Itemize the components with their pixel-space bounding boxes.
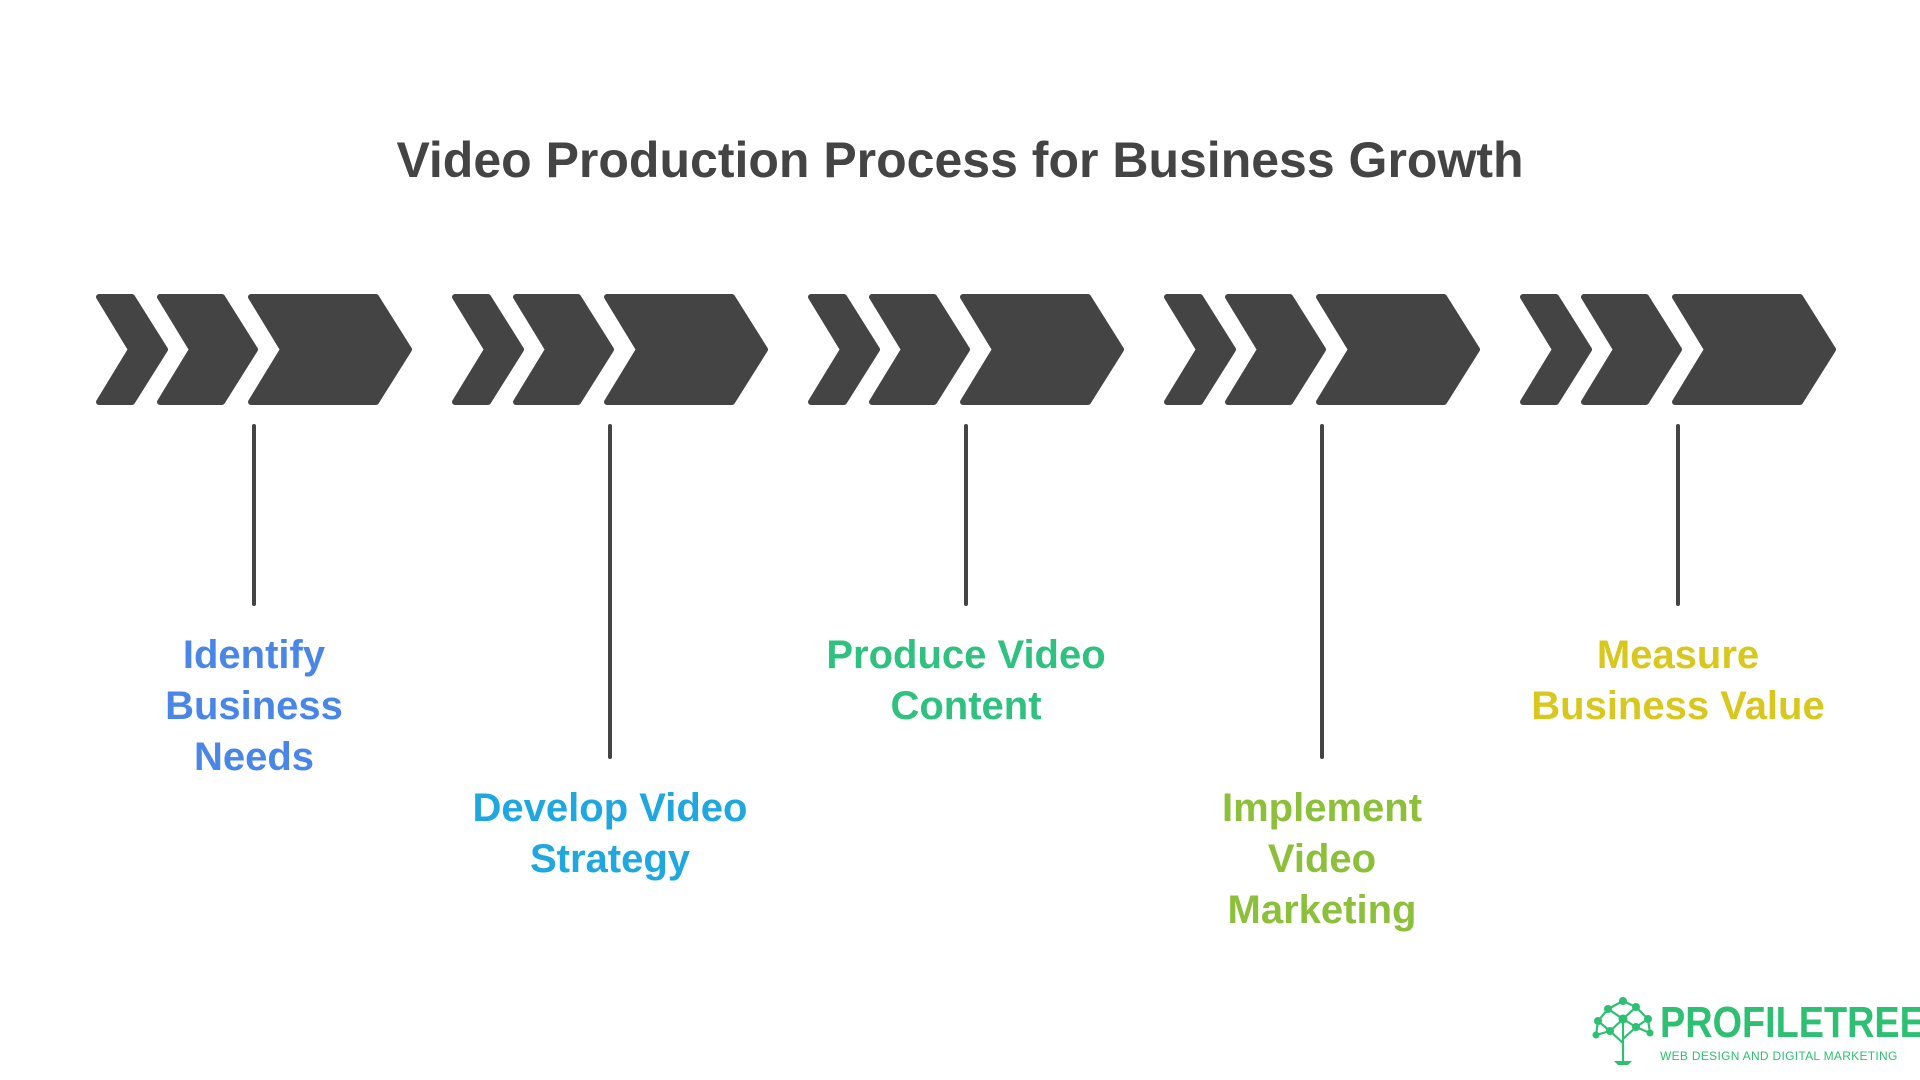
chevron-group [96,294,412,405]
logo-tagline: WEB DESIGN AND DIGITAL MARKETING [1660,1049,1898,1063]
step-label-identify-business-needs: Identify Business Needs [165,633,343,779]
chevron-arrow [1225,294,1326,405]
chevron-arrow [513,294,614,405]
step-label-produce-video-content: Produce Video Content [826,633,1106,728]
page-title: Video Production Process for Business Gr… [396,132,1524,188]
chevron-group [1520,294,1836,405]
chevron-group [808,294,1124,405]
tree-network-icon [1592,997,1654,1065]
connector-lines [252,424,1680,759]
chevron-arrow [1672,294,1836,405]
chevron-arrow [869,294,970,405]
step-label-implement-video-marketing: Implement Video Marketing [1221,786,1423,932]
step-label-develop-video-strategy: Develop Video Strategy [472,786,748,881]
chevron-arrow [452,294,524,405]
chevron-arrow [157,294,258,405]
chevron-arrow [1581,294,1682,405]
profiletree-logo: PROFILETREE WEB DESIGN AND DIGITAL MARKE… [1590,995,1920,1067]
logo-name: PROFILETREE [1660,998,1920,1047]
chevron-arrow [604,294,768,405]
chevron-arrow [248,294,412,405]
chevron-arrow [1316,294,1480,405]
chevron-arrow [96,294,168,405]
chevron-arrow [960,294,1124,405]
chevron-group [452,294,768,405]
chevron-arrow [1520,294,1592,405]
step-label-measure-business-value: Measure Business Value [1531,633,1825,728]
chevron-arrow [808,294,880,405]
chevron-arrows [96,294,1836,405]
chevron-arrow [1164,294,1236,405]
chevron-group [1164,294,1480,405]
